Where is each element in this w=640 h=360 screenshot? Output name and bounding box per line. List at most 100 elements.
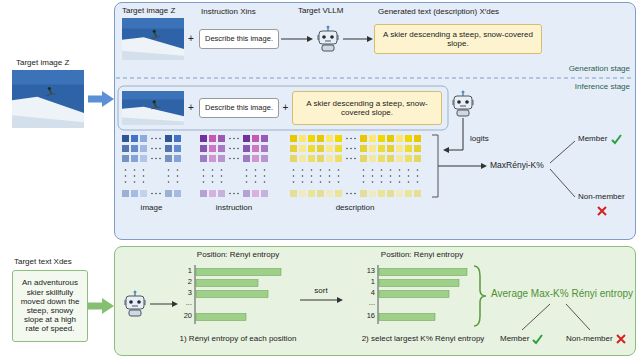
ellipsis-dot — [177, 181, 179, 183]
ellipsis-dot — [311, 169, 313, 171]
arrow — [281, 39, 307, 40]
text-holder: Generated text (description) X′des — [378, 7, 499, 16]
ellipsis-dot — [302, 175, 304, 177]
robot-body — [457, 110, 469, 116]
logit-cell — [200, 135, 207, 142]
photo-snow — [122, 51, 184, 60]
logit-cell — [378, 155, 385, 162]
logit-cell — [174, 135, 181, 142]
ellipsis-dot — [390, 181, 392, 183]
label-text: Target VLLM — [298, 6, 343, 15]
ellipsis-dot — [320, 181, 322, 183]
ellipsis-dot — [293, 169, 295, 171]
logit-cell — [369, 145, 376, 152]
logit-cell — [414, 190, 421, 197]
logit-cell — [122, 145, 129, 152]
entropy-bar — [379, 291, 449, 298]
logit-cell — [335, 145, 342, 152]
logit-cell — [252, 190, 259, 197]
ellipsis-dot — [363, 175, 365, 177]
ellipsis-dot — [246, 175, 248, 177]
logit-cell — [122, 190, 129, 197]
ellipsis-dot — [417, 175, 419, 177]
label-text: logits — [470, 134, 489, 143]
logit-cell — [317, 145, 324, 152]
ellipsis-dot — [237, 193, 239, 195]
logit-cell — [243, 145, 250, 152]
photo-skier — [151, 36, 160, 38]
ellipsis-dot — [221, 175, 223, 177]
ellipsis-dot — [237, 158, 239, 160]
logit-cell — [209, 155, 216, 162]
logit-cell — [218, 145, 225, 152]
ellipsis-dot — [177, 169, 179, 171]
logit-cell — [140, 155, 147, 162]
logit-cell — [369, 155, 376, 162]
robot-eye — [137, 300, 141, 304]
robot-head — [319, 31, 337, 44]
robot-mouth — [132, 306, 138, 307]
label-holder: 2 — [188, 278, 192, 287]
ellipsis-dot — [381, 181, 383, 183]
logit-cell — [243, 135, 250, 142]
logit-cell — [396, 155, 403, 162]
ellipsis-dot — [329, 175, 331, 177]
label-holder: image — [141, 203, 163, 212]
box-text: Describe this image. — [205, 103, 273, 112]
photo-sky — [122, 18, 184, 29]
logit-cell — [218, 135, 225, 142]
ellipsis-dot — [203, 181, 205, 183]
logit-cell — [209, 145, 216, 152]
ellipsis-dot — [346, 193, 348, 195]
label-holder: Position: Rényi entropy — [381, 250, 463, 259]
label-text: Position: Rényi entropy — [381, 250, 463, 259]
logit-cell — [200, 155, 207, 162]
label-holder: 4 — [371, 289, 375, 298]
label-holder: Member — [578, 134, 607, 143]
ellipsis-dot — [233, 138, 235, 140]
arrow — [88, 96, 102, 103]
logit-cell — [317, 155, 324, 162]
label-holder: MaxRényi-K% — [490, 161, 544, 171]
logit-cell — [174, 190, 181, 197]
label-text: 4 — [371, 288, 375, 297]
ellipsis-dot — [212, 175, 214, 177]
text-holder: An adventurous skier skillfully moved do… — [16, 278, 84, 333]
label-text: instruction — [216, 203, 252, 212]
ellipsis-dot — [159, 193, 161, 195]
logit-cell — [165, 190, 172, 197]
logit-cell — [360, 145, 367, 152]
photo-snow — [122, 37, 184, 60]
ellipsis-dot — [212, 181, 214, 183]
box-text: A skier descending a steep, snow-covered… — [306, 99, 427, 117]
logit-cell — [243, 190, 250, 197]
ellipsis-dot — [302, 181, 304, 183]
score-label: Average Max-K% Rényi entropy — [491, 288, 633, 299]
box-heading: Generated text (description) X′des — [378, 7, 499, 16]
chart-axis — [378, 265, 379, 324]
ellipsis-dot — [151, 158, 153, 160]
ellipsis-dot — [338, 175, 340, 177]
label-text: Target image Z — [122, 6, 175, 15]
ellipsis-dot — [329, 181, 331, 183]
text-holder: Describe this image. — [203, 104, 275, 113]
ellipsis-dot — [151, 138, 153, 140]
label-text: 1) Rényi entropy of each position — [180, 334, 297, 343]
photo — [122, 91, 184, 125]
ellipsis-dot — [229, 148, 231, 150]
ellipsis-dot — [168, 181, 170, 183]
robot-eye — [330, 35, 334, 39]
label-holder: 1) Rényi entropy of each position — [180, 334, 297, 343]
robot-eye — [465, 100, 469, 104]
label-text: Position: Rényi entropy — [197, 250, 279, 259]
robot-antenna — [134, 291, 137, 294]
logit-cell — [218, 155, 225, 162]
logit-cell — [335, 190, 342, 197]
logit-cell — [335, 155, 342, 162]
label-holder: ... — [186, 299, 192, 308]
label-holder: description — [336, 203, 375, 212]
logit-cell — [414, 155, 421, 162]
label-holder: Non-member — [578, 192, 625, 201]
label-text: description — [336, 203, 375, 212]
logit-cell — [317, 190, 324, 197]
